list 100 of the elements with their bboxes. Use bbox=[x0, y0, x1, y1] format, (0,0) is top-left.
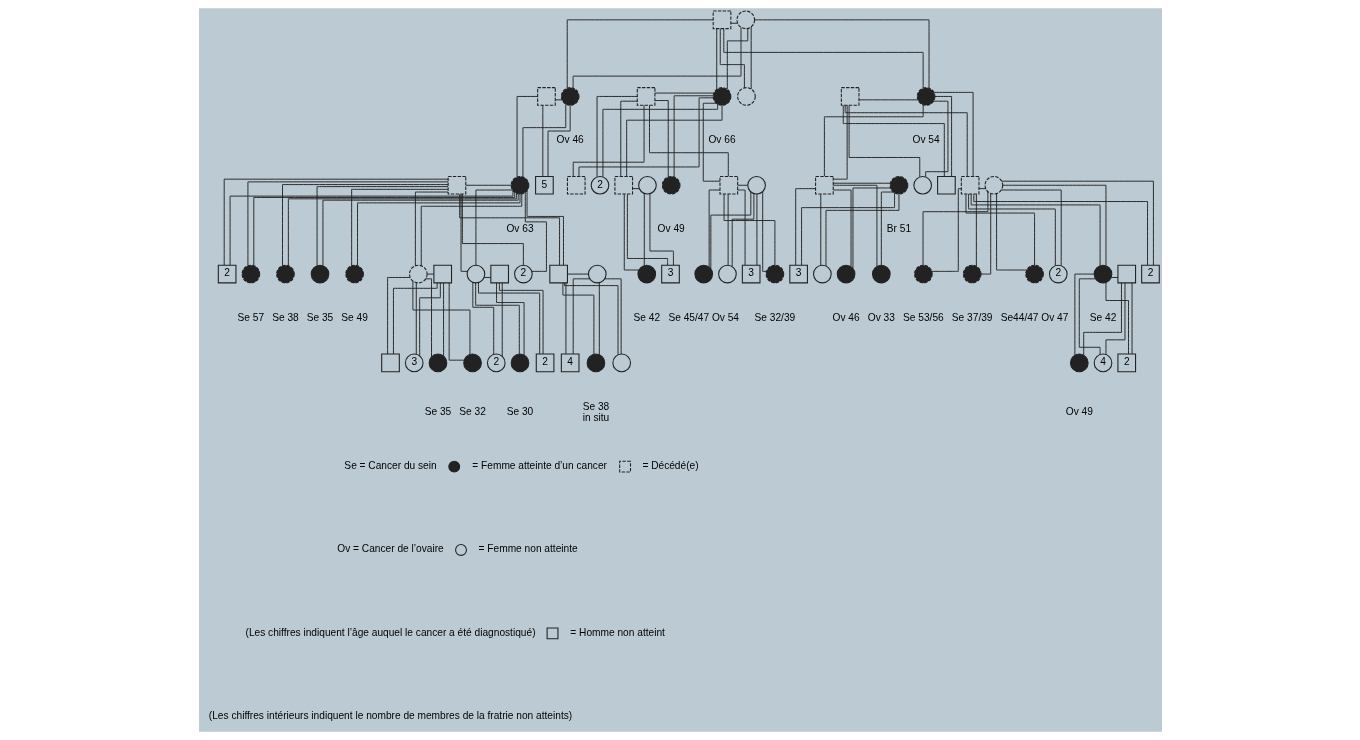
connector bbox=[643, 193, 645, 266]
node-circle bbox=[735, 10, 755, 30]
connector bbox=[648, 105, 729, 177]
connector bbox=[970, 193, 1101, 267]
node-label: Br 51 bbox=[886, 223, 911, 235]
connector bbox=[922, 191, 988, 266]
connector bbox=[483, 277, 491, 278]
label: Se = Cancer du sein bbox=[343, 459, 437, 471]
connector bbox=[566, 19, 713, 89]
connector bbox=[572, 278, 590, 355]
connector bbox=[316, 186, 448, 267]
connector bbox=[578, 97, 714, 177]
node-label: Ov 33 bbox=[867, 311, 895, 323]
connector bbox=[823, 104, 924, 177]
connector bbox=[731, 193, 754, 267]
node-circle bbox=[812, 264, 832, 284]
connector bbox=[753, 19, 929, 89]
connector bbox=[880, 191, 894, 266]
connector bbox=[736, 189, 746, 266]
node-label: Se 32/39 bbox=[754, 311, 795, 323]
node-box bbox=[718, 175, 738, 195]
connector bbox=[722, 28, 924, 89]
node-circle: 4 bbox=[1093, 353, 1112, 373]
connector bbox=[424, 278, 432, 358]
node-circle bbox=[717, 264, 737, 284]
connector bbox=[418, 282, 441, 357]
node-box bbox=[636, 87, 655, 106]
connector bbox=[414, 191, 449, 267]
connector bbox=[524, 191, 547, 272]
node-circle bbox=[765, 264, 784, 284]
node-label: Ov 49 bbox=[1065, 406, 1093, 418]
legend-label: = Homme non atteint bbox=[569, 626, 665, 638]
connector bbox=[761, 191, 767, 272]
node-label: Se 53/56 bbox=[902, 311, 944, 323]
node-box bbox=[380, 353, 400, 373]
connector bbox=[654, 100, 669, 178]
connector bbox=[495, 282, 525, 356]
connector bbox=[392, 282, 438, 355]
label: (Les chiffres intérieurs indiquent le nombre de membres de la fratrie non atteints) bbox=[208, 710, 572, 722]
node-box: 4 bbox=[560, 353, 579, 373]
node-circle bbox=[889, 175, 908, 195]
node-circle bbox=[1093, 264, 1112, 284]
connector bbox=[980, 193, 991, 275]
connector bbox=[498, 282, 544, 355]
node-label: Ov 49 bbox=[657, 223, 685, 235]
connector bbox=[386, 277, 410, 355]
node-circle bbox=[962, 264, 982, 284]
connector bbox=[858, 99, 918, 101]
connector bbox=[572, 104, 645, 177]
connector bbox=[727, 193, 729, 266]
legend-label: = Femme atteinte d’un cancer bbox=[471, 459, 607, 471]
connector bbox=[561, 282, 594, 355]
connector bbox=[848, 105, 920, 178]
connector bbox=[474, 189, 513, 266]
connector bbox=[596, 96, 638, 178]
node-label: Ov 54 bbox=[912, 134, 940, 146]
node-box bbox=[960, 175, 979, 195]
node-circle bbox=[466, 264, 485, 284]
connector bbox=[1131, 282, 1132, 355]
node-box bbox=[814, 175, 834, 195]
connector bbox=[673, 95, 713, 178]
connector bbox=[726, 28, 748, 90]
node-label: Se 42 bbox=[1089, 311, 1116, 323]
connector bbox=[598, 282, 600, 356]
node-circle bbox=[408, 264, 428, 284]
node-circle bbox=[1069, 353, 1089, 373]
connector bbox=[1001, 184, 1106, 267]
node-circle bbox=[310, 264, 329, 284]
connector bbox=[477, 282, 540, 355]
connector bbox=[460, 193, 468, 272]
connector bbox=[832, 182, 891, 184]
connector bbox=[930, 188, 962, 272]
connector bbox=[448, 282, 465, 361]
node-circle bbox=[241, 264, 260, 284]
node-box: 2 bbox=[535, 353, 554, 373]
node-circle bbox=[1024, 264, 1044, 284]
connector bbox=[719, 28, 745, 89]
node-circle bbox=[587, 264, 607, 284]
connector bbox=[1000, 180, 1154, 266]
node-circle bbox=[510, 353, 529, 373]
connector bbox=[800, 192, 895, 266]
node-circle bbox=[275, 264, 295, 284]
connector bbox=[563, 282, 618, 356]
node-label: Se 38 bbox=[271, 311, 299, 323]
legend-label: = Décédé(e) bbox=[641, 459, 699, 471]
connector bbox=[566, 273, 589, 275]
connector bbox=[755, 193, 757, 266]
node-box bbox=[936, 175, 956, 195]
node-box bbox=[712, 10, 731, 30]
connector bbox=[564, 282, 566, 355]
node-label: Ov 63 bbox=[505, 223, 534, 235]
connector bbox=[281, 184, 449, 266]
connector bbox=[521, 103, 566, 178]
node-box bbox=[447, 175, 466, 195]
connector bbox=[842, 104, 945, 177]
node-label: Se 57 bbox=[237, 311, 264, 323]
connector bbox=[924, 100, 948, 178]
connector bbox=[623, 193, 639, 271]
connector bbox=[934, 96, 952, 177]
connector bbox=[709, 191, 751, 270]
